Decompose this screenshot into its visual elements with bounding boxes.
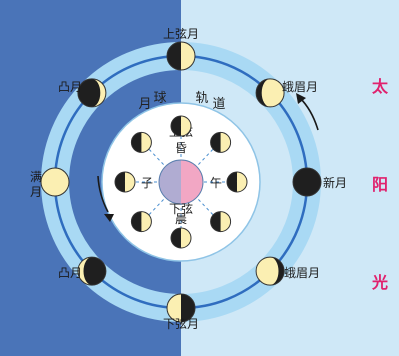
inner-moon-2	[226, 171, 248, 193]
inner-moon-6-outline	[114, 171, 136, 193]
inner-moon-group	[114, 115, 248, 249]
earth-night-half	[159, 160, 181, 204]
moon-waning-crescent-3-outline	[255, 256, 285, 286]
moon-waxing-gibbous-7-dark-disk	[77, 78, 106, 107]
inner-moon-5-outline	[130, 211, 152, 233]
orbit-arrow-head-left	[104, 214, 114, 222]
moon-label-waxing-gibbous-7: 凸月	[58, 80, 82, 94]
inner-moon-1-outline	[210, 131, 232, 153]
inner-moon-7	[130, 131, 152, 153]
inner-moon-0	[170, 115, 192, 137]
earth-time-dawn: 晨	[175, 212, 187, 226]
inner-moon-7-outline	[130, 131, 152, 153]
moon-first-quarter-0-lit-area	[180, 42, 195, 70]
inner-moon-1-lit-area	[220, 132, 231, 153]
moon-waning-crescent-3-lit-area	[256, 257, 279, 286]
inner-moon-5-lit-area	[141, 211, 152, 232]
earth-time-midnight: 子	[141, 176, 153, 190]
moon-last-quarter-4	[166, 293, 196, 323]
moon-first-quarter-0-outline	[166, 41, 196, 71]
moon-waning-gibbous-5-dark-disk	[77, 257, 106, 286]
orbit-label-char-2: 球	[153, 91, 166, 106]
inner-moon-5	[130, 211, 152, 233]
moon-waxing-gibbous-7-lit-area	[91, 78, 106, 107]
orbit-label-char-3: 轨	[195, 91, 208, 106]
moon-new-moon-2-dark-disk	[293, 168, 321, 196]
inner-moon-2-outline	[226, 171, 248, 193]
inner-moon-3	[210, 211, 232, 233]
orbit-arrow-head-upper-right	[296, 93, 306, 104]
moon-label-waxing-crescent-1: 蛾眉月	[282, 80, 318, 94]
inner-moon-2-lit-area	[236, 172, 247, 192]
moon-waning-gibbous-5	[77, 256, 107, 286]
moon-new-moon-2	[292, 167, 322, 197]
moon-last-quarter-4-outline	[166, 293, 196, 323]
moon-last-quarter-4-lit-area	[167, 294, 182, 322]
moon-label-new-moon-2: 新月	[323, 175, 347, 190]
moon-waning-crescent-3	[255, 256, 285, 286]
sun-label-char-2: 阳	[372, 175, 388, 194]
moon-waning-gibbous-5-lit-area	[77, 257, 92, 286]
moon-label-waning-crescent-3: 蛾眉月	[284, 266, 320, 280]
inner-moon-4-lit-area	[180, 228, 191, 249]
inner-moon-4	[170, 227, 192, 249]
moon-label-last-quarter-4: 下弦月	[163, 316, 199, 331]
moon-new-moon-2-outline	[292, 167, 322, 197]
moon-waxing-crescent-1-outline	[255, 78, 285, 108]
sun-label-char-1: 太	[371, 77, 389, 96]
moon-label-first-quarter-0: 上弦月	[163, 26, 199, 41]
orbit-label-char-4: 道	[212, 97, 225, 112]
inner-moon-3-outline	[210, 211, 232, 233]
moon-full-moon-6	[40, 167, 70, 197]
moon-label-waning-gibbous-5: 凸月	[58, 266, 82, 280]
moon-full-moon-6-outline	[40, 167, 70, 197]
earth-time-dusk: 昏	[175, 141, 187, 155]
moon-waxing-crescent-1-lit-area	[261, 78, 285, 107]
moon-label-full-char-1: 月	[30, 185, 42, 199]
moon-waxing-gibbous-7-outline	[77, 78, 107, 108]
earth-time-noon: 午	[210, 176, 222, 190]
inner-moon-6-lit-area	[124, 172, 135, 192]
moon-waxing-gibbous-7	[77, 78, 107, 108]
inner-disk-rim	[101, 102, 261, 262]
moon-label-full-char-0: 满	[30, 170, 42, 184]
orbit-arrow-left	[97, 175, 109, 213]
sun-label-char-3: 光	[371, 273, 388, 292]
inner-moon-4-outline	[170, 227, 192, 249]
inner-moon-6	[114, 171, 136, 193]
orbit-label-char-1: 月	[138, 97, 151, 112]
inner-label-last-quarter: 下弦	[169, 201, 193, 216]
inner-moon-3-lit-area	[220, 211, 231, 232]
moon-full-moon-6-lit-area	[41, 168, 69, 196]
moon-first-quarter-0	[166, 41, 196, 71]
inner-moon-0-lit-area	[180, 116, 191, 136]
moon-waning-gibbous-5-outline	[77, 256, 107, 286]
moon-label-full-moon-6: 满月	[30, 170, 42, 199]
inner-moon-7-lit-area	[141, 132, 152, 153]
earth-outline	[158, 159, 204, 205]
inner-moon-0-outline	[170, 115, 192, 137]
moon-waxing-crescent-1	[255, 78, 285, 108]
inner-moon-1	[210, 131, 232, 153]
